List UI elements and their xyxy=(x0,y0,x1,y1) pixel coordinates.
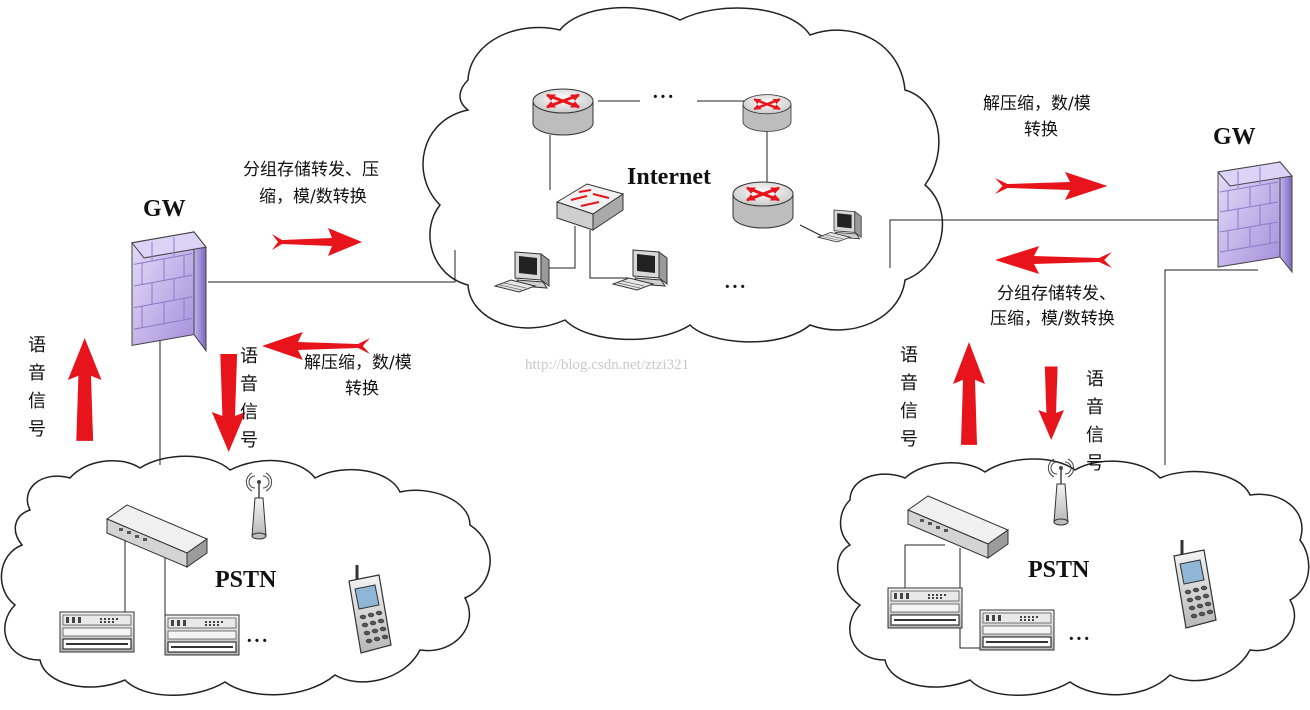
pbx-icon xyxy=(59,611,135,653)
router-icon xyxy=(731,180,795,230)
right-top-caption-line2: 转换 xyxy=(1024,120,1058,140)
right-bottom-caption-line2: 压缩，模/数转换 xyxy=(990,309,1115,329)
gw-left-label: GW xyxy=(143,196,186,222)
gw-right-label: GW xyxy=(1213,124,1256,150)
arrow-up-icon xyxy=(67,338,102,441)
arrow-left-icon xyxy=(995,246,1112,274)
pbx-icon xyxy=(164,614,240,656)
left-top-caption-line2: 缩，模/数转换 xyxy=(259,187,367,207)
ellipsis-routers: ··· xyxy=(652,86,676,108)
ellipsis-hosts: ··· xyxy=(724,276,748,298)
voice-signal-label: 语音信号 xyxy=(900,345,918,450)
arrow-right-icon xyxy=(272,228,362,256)
voice-signal-label: 语音信号 xyxy=(28,335,46,440)
right-top-caption-line1: 解压缩，数/模 xyxy=(983,94,1091,114)
ellipsis-right-pbx: ··· xyxy=(1068,628,1092,650)
arrow-right-icon xyxy=(995,172,1108,200)
arrow-down-icon xyxy=(1038,366,1064,440)
gateway-firewall-icon xyxy=(1217,161,1293,273)
internet-label: Internet xyxy=(627,164,711,190)
pstn-left-label: PSTN xyxy=(215,567,277,593)
voice-signal-label: 语音信号 xyxy=(1086,369,1104,474)
left-bottom-caption-line2: 转换 xyxy=(345,379,379,399)
left-bottom-caption-line1: 解压缩，数/模 xyxy=(304,353,412,373)
watermark: http://blog.csdn.net/ztzi321 xyxy=(525,357,690,373)
left-top-caption-line1: 分组存储转发、压 xyxy=(243,160,379,180)
ellipsis-left-pbx: ··· xyxy=(246,630,270,652)
pbx-icon xyxy=(979,609,1055,651)
gateway-firewall-icon xyxy=(131,231,207,352)
pbx-icon xyxy=(887,587,963,629)
right-bottom-caption-line1: 分组存储转发、 xyxy=(997,284,1116,304)
voice-signal-label: 语音信号 xyxy=(240,346,258,451)
router-icon xyxy=(741,93,793,133)
arrow-up-icon xyxy=(953,342,985,445)
router-icon xyxy=(531,87,595,137)
pstn-right-label: PSTN xyxy=(1028,557,1090,583)
